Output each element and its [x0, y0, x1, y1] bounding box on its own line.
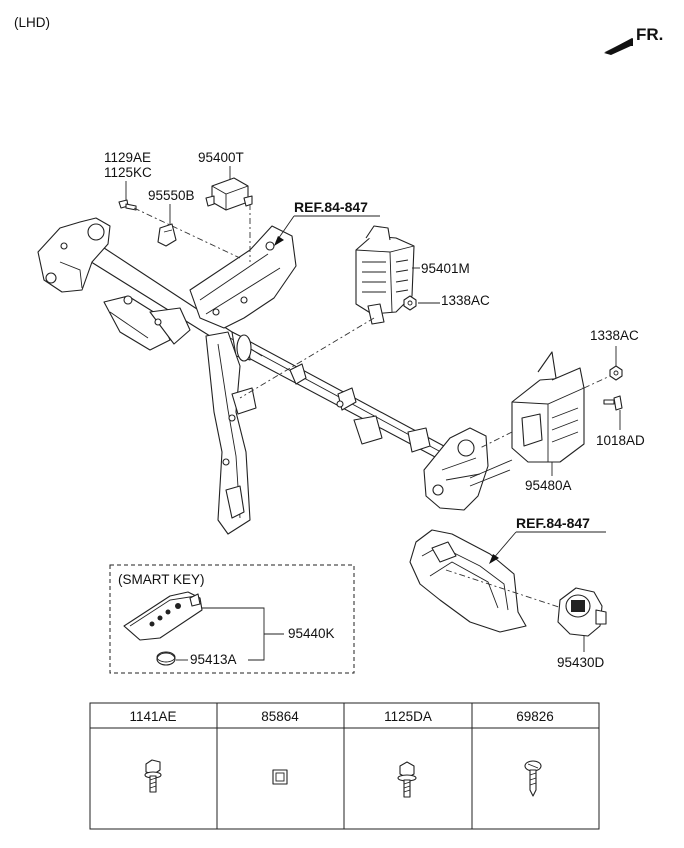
flange-bolt-icon	[144, 759, 162, 793]
square-plug-icon	[272, 769, 288, 785]
callout-ref-bottom: REF.84-847	[516, 515, 590, 531]
callout-95480A: 95480A	[525, 478, 572, 493]
hex-bolt-icon	[397, 761, 417, 798]
callout-ref-top: REF.84-847	[294, 199, 368, 215]
module-95480a	[511, 351, 585, 463]
callout-1125KC: 1125KC	[104, 165, 152, 180]
tapping-screw-icon	[524, 760, 542, 797]
callout-95550B: 95550B	[148, 188, 195, 203]
table-header-1141AE: 1141AE	[129, 709, 176, 724]
callout-95413A: 95413A	[190, 652, 237, 667]
smart-key-group-frame	[109, 564, 355, 674]
bolt-1129ae	[118, 199, 137, 211]
key-battery-95413a	[156, 651, 176, 666]
nut-1338ac-top	[403, 295, 417, 311]
bracket-95550b	[157, 223, 177, 247]
crash-pad-panel	[409, 529, 527, 633]
fastener-table: 1141AE 85864 1125DA 69826	[89, 702, 600, 830]
table-header-69826: 69826	[516, 709, 554, 724]
front-label: FR.	[636, 25, 663, 44]
bolt-1018ad	[603, 395, 623, 411]
callout-1018AD: 1018AD	[596, 433, 645, 448]
callout-1338AC-right: 1338AC	[590, 328, 639, 343]
table-header-85864: 85864	[261, 709, 299, 724]
smart-key-group-title: (SMART KEY)	[118, 572, 205, 587]
module-95401m	[355, 225, 415, 325]
module-95400t	[205, 177, 253, 211]
callout-1129AE: 1129AE	[104, 150, 151, 165]
front-direction-indicator: FR.	[604, 25, 663, 55]
table-header-1125DA: 1125DA	[384, 709, 432, 724]
start-stop-switch-95430d	[557, 587, 607, 637]
smart-key-fob	[123, 591, 203, 641]
nut-1338ac-right	[609, 365, 623, 381]
variant-label: (LHD)	[14, 15, 50, 30]
callout-95430D: 95430D	[557, 655, 605, 670]
callout-95440K: 95440K	[288, 626, 335, 641]
callout-95400T: 95400T	[198, 150, 244, 165]
cowl-cross-bar-assembly	[37, 217, 513, 535]
callout-95401M: 95401M	[421, 261, 470, 276]
callout-1338AC-top: 1338AC	[441, 293, 490, 308]
